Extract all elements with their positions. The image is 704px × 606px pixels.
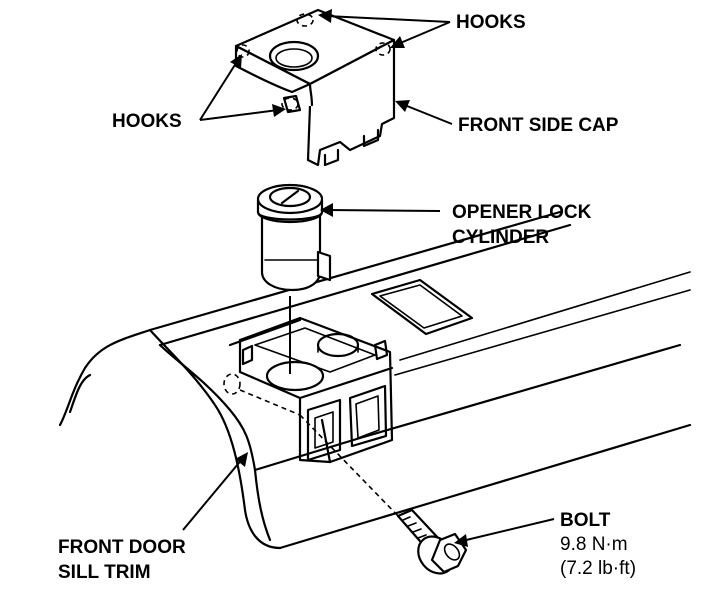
lock-mount-boss xyxy=(223,316,394,464)
bolt xyxy=(299,414,468,575)
label-bolt-title: BOLT xyxy=(560,510,611,531)
label-hooks-top: HOOKS xyxy=(456,12,526,33)
leader-lines xyxy=(182,9,555,547)
label-sill-trim-line2: SILL TRIM xyxy=(58,562,151,583)
front-side-cap xyxy=(234,8,396,167)
label-front-side-cap: FRONT SIDE CAP xyxy=(458,115,619,136)
label-hooks-left: HOOKS xyxy=(112,111,182,132)
opener-lock-cylinder xyxy=(256,183,332,374)
label-bolt-torque-lbft: (7.2 lb·ft) xyxy=(560,558,636,579)
label-opener-lock-line1: OPENER LOCK xyxy=(452,202,592,223)
label-bolt-torque-nm: 9.8 N·m xyxy=(560,534,628,555)
front-door-sill-trim xyxy=(58,210,692,550)
label-sill-trim-line1: FRONT DOOR xyxy=(58,537,186,558)
callout-labels: HOOKS HOOKS FRONT SIDE CAP OPENER LOCK C… xyxy=(58,12,636,583)
label-opener-lock-line2: CYLINDER xyxy=(452,227,549,248)
